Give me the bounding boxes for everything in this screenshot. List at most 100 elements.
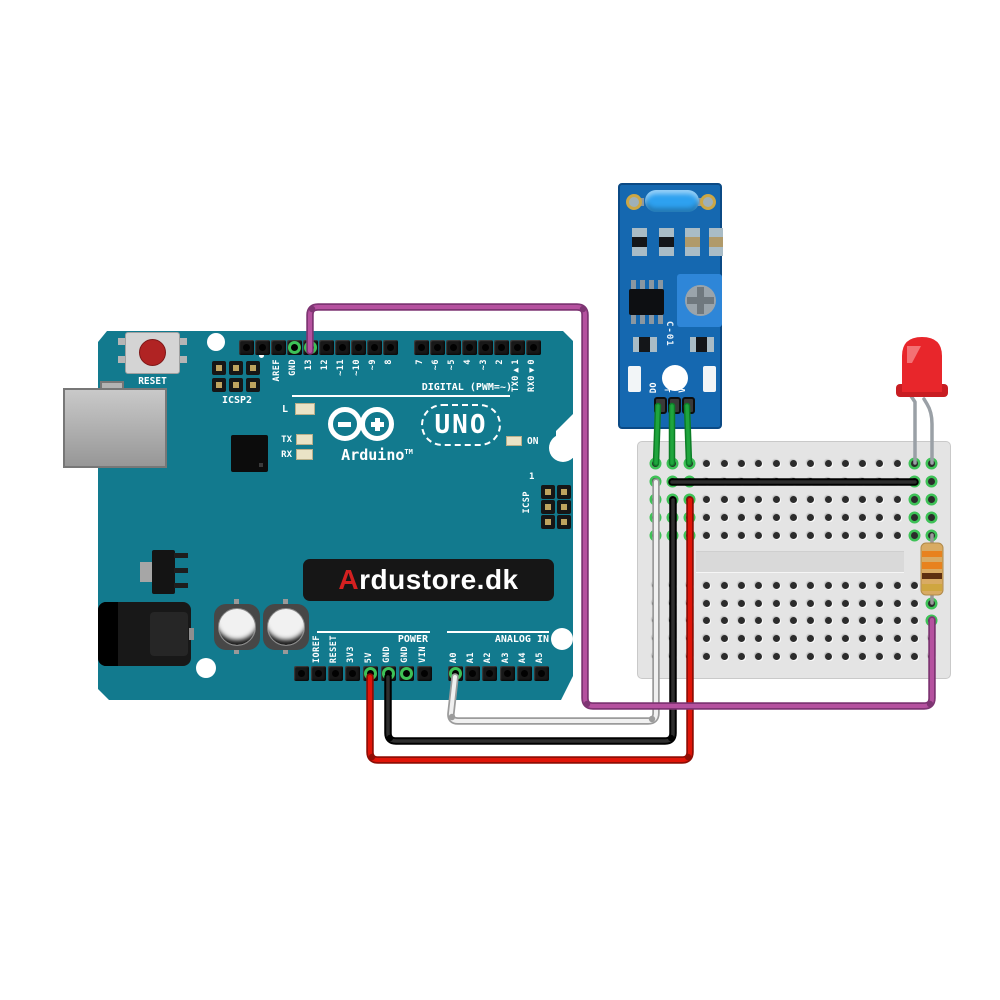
digital-pin	[445, 339, 461, 355]
power-pin-label: IOREF	[312, 634, 322, 663]
digital-pin	[270, 339, 286, 355]
breadboard-hole	[807, 599, 815, 607]
breadboard-hole	[911, 513, 918, 521]
breadboard-hole	[703, 652, 711, 660]
breadboard-hole	[928, 531, 936, 539]
breadboard-hole	[755, 634, 763, 642]
connection-ring	[363, 666, 377, 680]
breadboard-hole	[911, 599, 918, 607]
breadboard-hole	[686, 477, 694, 485]
breadboard-hole	[859, 581, 867, 589]
breadboard-hole	[859, 652, 867, 660]
analog-silk-line	[447, 631, 549, 633]
breadboard-hole	[807, 531, 815, 539]
icsp-pin	[540, 514, 555, 529]
wire-bend-point	[684, 753, 692, 761]
sensor-pin-label: DO	[649, 381, 659, 393]
breadboard-hole	[755, 513, 763, 521]
breadboard-hole	[668, 581, 676, 589]
breadboard-hole	[876, 634, 884, 642]
capacitor-lead	[234, 599, 239, 606]
breadboard-hole	[703, 581, 711, 589]
analog-pin	[516, 665, 532, 681]
breadboard-hole	[738, 513, 745, 521]
breadboard-hole	[841, 459, 849, 467]
breadboard-hole	[668, 459, 676, 467]
breadboard-hole	[807, 652, 815, 660]
breadboard-hole	[772, 459, 780, 467]
breadboard-hole	[789, 513, 797, 521]
reset-button-tab	[178, 338, 187, 345]
pin-hole	[232, 381, 239, 388]
silk-dot	[259, 353, 264, 358]
breadboard-hole	[859, 531, 867, 539]
breadboard-hole	[703, 459, 711, 467]
pin-hole	[560, 488, 567, 495]
breadboard-hole	[841, 581, 849, 589]
breadboard-hole	[824, 459, 832, 467]
icsp2-pin	[211, 377, 226, 392]
icsp2-pin	[228, 360, 243, 375]
sensor-pad	[700, 194, 716, 210]
pin-hole	[297, 669, 305, 677]
icsp-pin	[556, 499, 571, 514]
breadboard-hole	[911, 459, 918, 467]
breadboard-hole	[686, 513, 694, 521]
breadboard-hole	[772, 616, 780, 624]
smd-band	[709, 237, 723, 247]
analog-pin-label: A0	[449, 651, 459, 663]
breadboard-hole	[789, 616, 797, 624]
reset-button-cap	[139, 339, 166, 366]
pin-hole	[481, 343, 489, 351]
capacitor-top	[267, 608, 305, 646]
breadboard-hole	[876, 616, 884, 624]
digital-pin-label: RX0◀0	[527, 359, 537, 392]
breadboard-hole	[738, 531, 745, 539]
led-tx-label: TX	[281, 435, 292, 445]
breadboard-hole	[928, 581, 936, 589]
pin-hole	[242, 343, 250, 351]
digital-pin	[238, 339, 254, 355]
vibration-sensor-cylinder	[645, 190, 699, 212]
usb-connector	[63, 388, 167, 468]
regulator-leg	[174, 568, 188, 573]
breadboard-hole	[841, 531, 849, 539]
smd-resistor	[632, 228, 647, 256]
smd-resistor	[690, 337, 714, 352]
breadboard-hole	[893, 459, 901, 467]
breadboard-hole	[789, 599, 797, 607]
breadboard-hole	[893, 634, 901, 642]
breadboard-hole	[876, 477, 884, 485]
breadboard-hole	[859, 459, 867, 467]
power-jack-cap	[98, 602, 118, 666]
breadboard-hole	[859, 495, 867, 503]
digital-pin	[493, 339, 509, 355]
digital-pin-label: ~3	[479, 359, 489, 371]
breadboard-hole	[928, 495, 936, 503]
breadboard-hole	[686, 581, 694, 589]
power-pin	[416, 665, 432, 681]
smd-resistor	[685, 228, 700, 256]
analog-pin	[464, 665, 480, 681]
breadboard-channel	[696, 551, 904, 573]
pin-hole	[348, 669, 356, 677]
breadboard-hole	[928, 477, 936, 485]
analog-pin-label: A5	[535, 651, 545, 663]
pin-hole	[417, 343, 425, 351]
power-pin	[310, 665, 326, 681]
breadboard-hole	[824, 652, 832, 660]
breadboard-hole	[841, 652, 849, 660]
breadboard-hole	[772, 513, 780, 521]
breadboard-hole	[928, 459, 936, 467]
pin-hole	[249, 364, 256, 371]
digital-pin-label: GND	[288, 359, 298, 376]
breadboard-hole	[893, 495, 901, 503]
icsp2-pin	[211, 360, 226, 375]
comparator-ic	[629, 289, 664, 315]
mounting-hole	[551, 628, 573, 650]
mounting-hole	[207, 333, 225, 351]
pin-hole	[370, 343, 378, 351]
breadboard-hole	[824, 581, 832, 589]
pin-hole	[433, 343, 441, 351]
breadboard-hole	[789, 459, 797, 467]
